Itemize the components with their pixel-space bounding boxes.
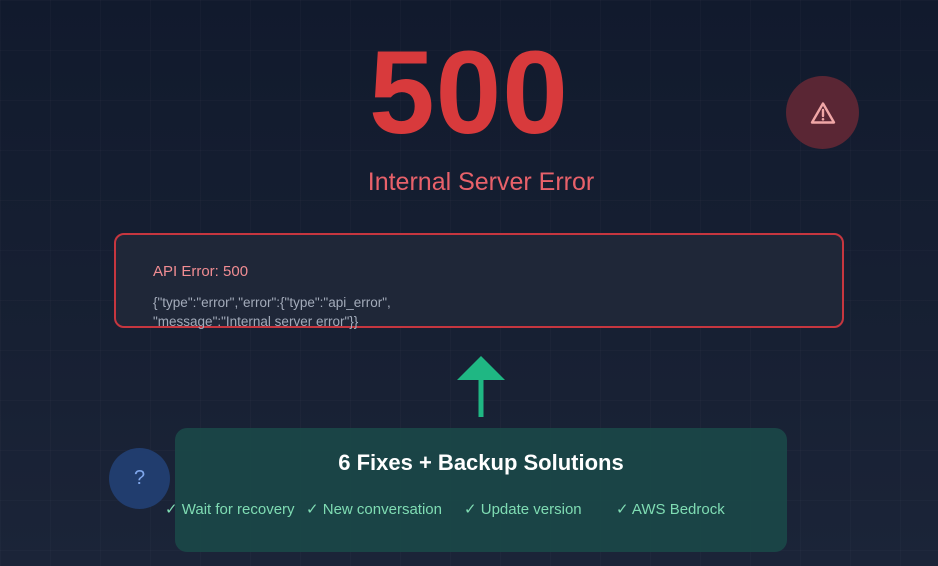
arrow-up-icon [457, 356, 505, 417]
error-details-json: {"type":"error","error":{"type":"api_err… [153, 293, 391, 331]
fixes-card-title: 6 Fixes + Backup Solutions [338, 450, 624, 475]
fix-item-wait: ✓ Wait for recovery [165, 500, 295, 518]
check-icon: ✓ [306, 501, 319, 518]
fix-item-new-conversation: ✓ New conversation [306, 500, 442, 518]
error-json-line-1: {"type":"error","error":{"type":"api_err… [153, 295, 391, 310]
fix-item-label: AWS Bedrock [631, 501, 725, 518]
question-mark-icon: ? [133, 467, 146, 489]
check-icon: ✓ [165, 501, 178, 518]
help-button[interactable]: ? [109, 448, 170, 509]
error-json-line-2: "message":"Internal server error"}} [153, 314, 359, 329]
error-status-text: Internal Server Error [367, 168, 595, 196]
fix-item-update-version: ✓ Update version [464, 500, 582, 518]
fix-item-aws-bedrock: ✓ AWS Bedrock [616, 500, 725, 518]
fixes-card: 6 Fixes + Backup Solutions ✓ Wait for re… [165, 428, 787, 552]
fix-item-label: New conversation [322, 501, 442, 518]
warning-badge [786, 76, 859, 149]
fix-item-label: Update version [480, 501, 582, 518]
error-code-heading: 500 [369, 27, 569, 159]
check-icon: ✓ [616, 501, 629, 518]
warning-triangle-icon [810, 101, 835, 124]
error-details-panel: API Error: 500 {"type":"error","error":{… [114, 233, 844, 331]
error-details-title: API Error: 500 [153, 263, 249, 280]
fix-item-label: Wait for recovery [181, 501, 295, 518]
check-icon: ✓ [464, 501, 477, 518]
